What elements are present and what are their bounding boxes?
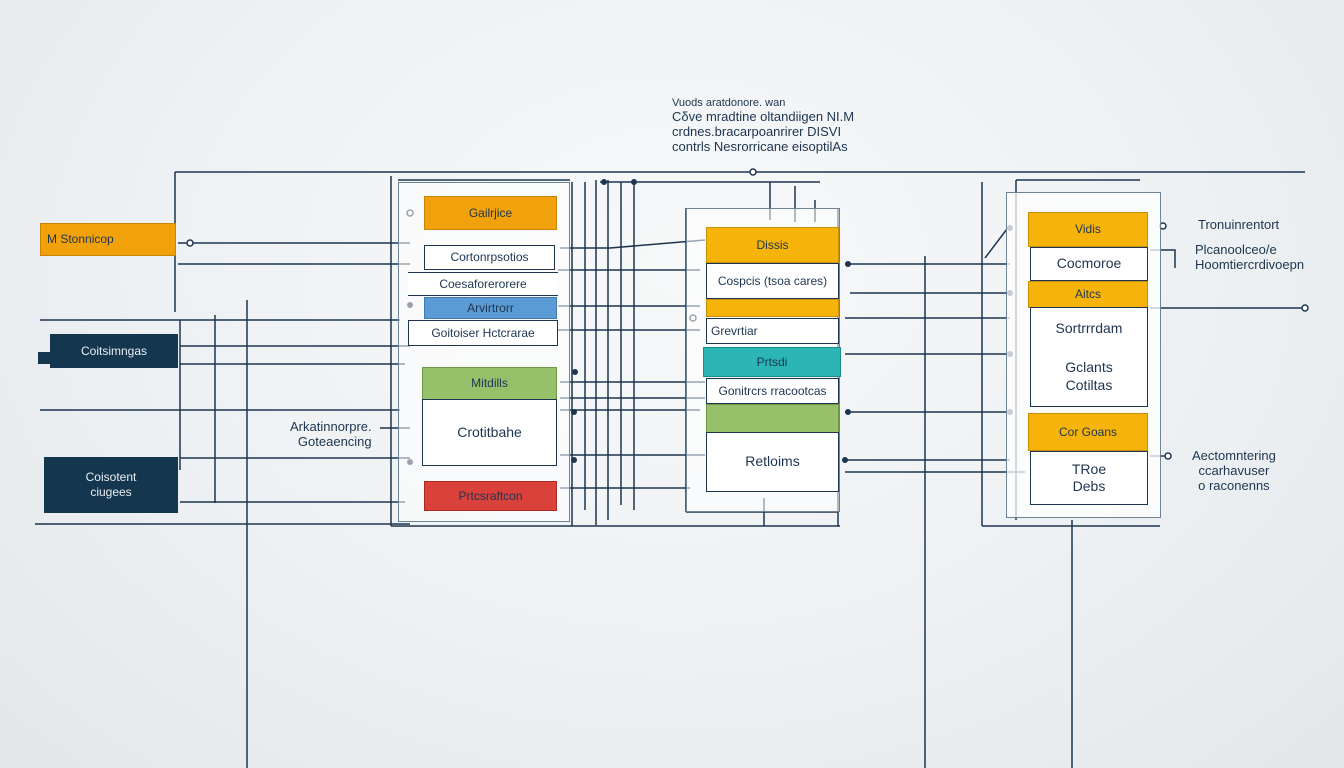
header-text-block: Vuods aratdonore. wan Cδve mradtine olta… [672,97,854,154]
column3-body-line2: Gclants [1065,359,1113,376]
column2-body[interactable]: Retloims [706,432,839,492]
column3-top-box[interactable]: Vidis [1028,212,1148,247]
column1-top-label: Gailrjice [468,205,513,220]
column1-green-header-label: Mitdills [471,376,508,390]
column1-row3[interactable]: Arvirtrorr [424,297,557,319]
left-box-configs-label: Coitsimngas [80,343,148,358]
column3-body[interactable]: Sortrrrdam Gclants Cotiltas [1030,307,1148,407]
column1-bottom-label: Prtcsraftcon [458,488,523,503]
left-box-consistent[interactable]: Coisotent ciugees [44,457,178,513]
right-label-1: Tronuinrentort [1198,217,1280,233]
column3-body-line1: Sortrrrdam [1055,319,1123,336]
column2-green-bar [706,404,839,433]
column2-teal-label: Prtsdi [756,354,788,369]
column2-row1-label: Cospcis (tsoa cares) [717,273,828,288]
middle-side-label-line2: Goteaencing [297,433,372,449]
right-label-3-line3: o raconenns [1198,477,1270,493]
header-line-3: crdnes.bracarpoanrirer DISVI [672,123,842,139]
right-label-3-line1: Aectomntering [1192,448,1276,463]
header-line-2: Cδve mradtine oltandiigen NI.M [672,108,855,124]
column3-yellow3[interactable]: Cor Goans [1028,413,1148,451]
right-label-2: Plcanoolceo/e Hoomtiercrdivoepn [1195,242,1305,273]
column3-bottom-box[interactable]: TRoe Debs [1030,451,1148,505]
column3-bottom-line1: TRoe [1071,460,1107,477]
right-label-1-text: Tronuinrentort [1198,217,1280,232]
column2-row2-label: Grevrtiar [711,323,758,338]
column2-top-label: Dissis [756,237,789,252]
left-box-monitor-label: M Stonnicop [47,232,114,246]
middle-side-label: Arkatinnorpre. Goteaencing [290,419,372,450]
column1-row2-label: Coesaforerorere [439,276,527,291]
column3-top-label: Vidis [1075,222,1101,236]
left-box-monitor[interactable]: M Stonnicop [40,223,176,256]
column1-top-box[interactable]: Gailrjice [424,196,557,230]
left-box-configs-marker [38,352,50,364]
header-line-1: Vuods aratdonore. wan [672,97,786,109]
column1-row4-label: Goitoiser Hctcrarae [431,325,535,340]
header-line-4: contrls Nesrorricane eisoptilAs [672,138,848,154]
right-label-2-line1: Plcanoolceo/e [1195,242,1277,257]
column1-row1[interactable]: Cortonrpsotios [424,245,555,270]
column2-top-box[interactable]: Dissis [706,227,839,263]
right-label-3-line2: ccarhavuser [1198,462,1270,478]
left-box-configs[interactable]: Coitsimngas [50,334,178,368]
column2-orange-bar [706,299,839,317]
right-label-3: Aectomntering ccarhavuser o raconenns [1192,448,1276,494]
column1-green-header[interactable]: Mitdills [422,367,557,400]
middle-side-label-line1: Arkatinnorpre. [290,419,372,434]
column3-body-line3: Cotiltas [1065,376,1113,393]
column1-row1-label: Cortonrpsotios [450,250,529,264]
column1-green-body[interactable]: Crotitbahe [422,399,557,466]
column2-row2[interactable]: Grevrtiar [706,318,839,344]
column1-bottom-box[interactable]: Prtcsraftcon [424,481,557,511]
column1-green-body-label: Crotitbahe [457,423,522,440]
column1-panel [398,182,570,522]
column3-row1[interactable]: Cocmoroe [1030,247,1148,281]
column3-yellow2[interactable]: Aitcs [1028,281,1148,308]
column1-row4[interactable]: Goitoiser Hctcrarae [408,320,558,346]
column3-row1-label: Cocmoroe [1056,255,1122,272]
column1-row2[interactable]: Coesaforerorere [408,272,558,296]
left-box-consistent-line1: Coisotent [85,470,137,484]
left-box-consistent-line2: ciugees [90,485,132,499]
column2-row1[interactable]: Cospcis (tsoa cares) [706,263,839,299]
column3-yellow3-label: Cor Goans [1058,424,1118,439]
column2-row3[interactable]: Gonitrcrs rracootcas [706,378,839,404]
column2-row3-label: Gonitrcrs rracootcas [718,383,827,398]
column2-body-label: Retloims [745,453,800,470]
right-label-2-line2: Hoomtiercrdivoepn [1195,256,1305,272]
column3-yellow2-label: Aitcs [1074,287,1101,301]
column1-row3-label: Arvirtrorr [467,300,514,315]
column3-bottom-line2: Debs [1072,478,1106,494]
column2-teal-box[interactable]: Prtsdi [703,347,841,377]
